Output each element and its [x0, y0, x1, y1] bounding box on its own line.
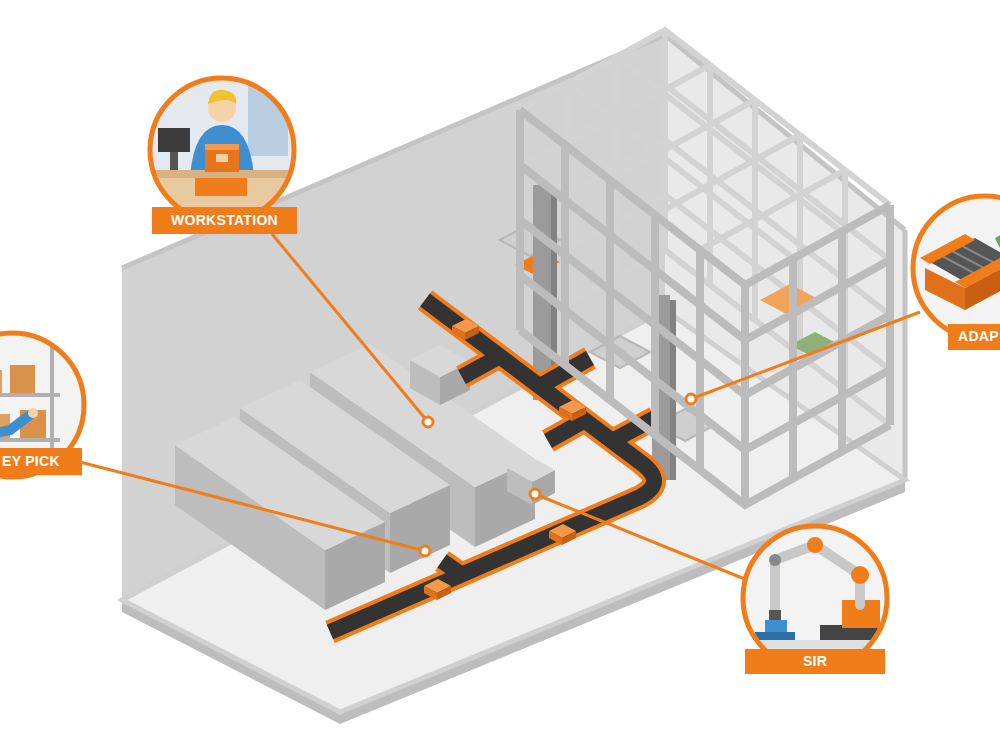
- pick-illustration: [0, 333, 84, 477]
- adapter-illustration: [915, 198, 1000, 338]
- tray: [755, 632, 795, 640]
- leader-line: [535, 494, 752, 582]
- callout-label: EY PICK: [2, 454, 60, 469]
- callout-background: [915, 198, 1000, 338]
- callout-label-band: SIR: [745, 649, 885, 674]
- carton: [0, 370, 2, 393]
- worker-hair: [208, 90, 236, 104]
- tote: [465, 326, 479, 340]
- callout-label-band: ADAP: [948, 324, 1000, 350]
- leader-dot: [420, 546, 430, 556]
- shelf-post: [50, 340, 54, 450]
- conveyor-edge: [330, 300, 654, 632]
- callout-background: [150, 78, 294, 222]
- wall: [150, 78, 294, 170]
- leader-line: [272, 234, 428, 422]
- parcel-top: [205, 144, 239, 150]
- leader-dot: [686, 394, 696, 404]
- callout-label: SIR: [803, 654, 827, 669]
- callout-label-band: WORKSTATION: [152, 207, 297, 234]
- tote: [424, 586, 437, 600]
- tote: [559, 407, 572, 421]
- monitor-stand: [170, 152, 178, 170]
- robot-gripper: [769, 610, 781, 620]
- carton: [10, 365, 35, 393]
- leader-dot: [530, 489, 540, 499]
- callout-circle: [0, 333, 84, 477]
- tote: [572, 407, 586, 421]
- parcel-label: [216, 154, 228, 162]
- tote: [437, 586, 451, 600]
- tote: [195, 178, 247, 196]
- robot-joint: [807, 537, 823, 553]
- tote: [562, 531, 576, 545]
- parcel: [205, 150, 239, 172]
- tote: [549, 531, 562, 545]
- station-top: [507, 456, 555, 482]
- callout-label: WORKSTATION: [171, 213, 278, 228]
- tote: [452, 326, 465, 340]
- shelf-top: [175, 417, 385, 550]
- robot-arm: [775, 545, 860, 610]
- picker-arm: [0, 415, 30, 440]
- adapter-base: [965, 264, 1000, 310]
- item: [995, 230, 1000, 248]
- adapter-base: [925, 268, 965, 310]
- callout-background: [0, 333, 84, 477]
- robot-joint: [851, 566, 869, 584]
- wall-edge: [903, 230, 908, 480]
- leader-dot: [423, 417, 433, 427]
- rack-front-frame: [520, 110, 890, 505]
- leader-line: [691, 312, 920, 399]
- worker-body: [190, 125, 254, 175]
- callout-label: ADAP: [958, 329, 999, 344]
- monitor: [158, 128, 190, 152]
- callout-circle: [150, 78, 294, 222]
- callout-circle: [913, 196, 1000, 340]
- item: [765, 620, 787, 632]
- callout-label-band: EY PICK: [0, 448, 82, 475]
- adapter-frame: [920, 234, 975, 264]
- conveyor-belt: [330, 300, 654, 632]
- workstation-illustration: [150, 78, 294, 222]
- picker-hand: [28, 408, 38, 418]
- robot-joint: [769, 554, 781, 566]
- leader-line: [80, 462, 425, 551]
